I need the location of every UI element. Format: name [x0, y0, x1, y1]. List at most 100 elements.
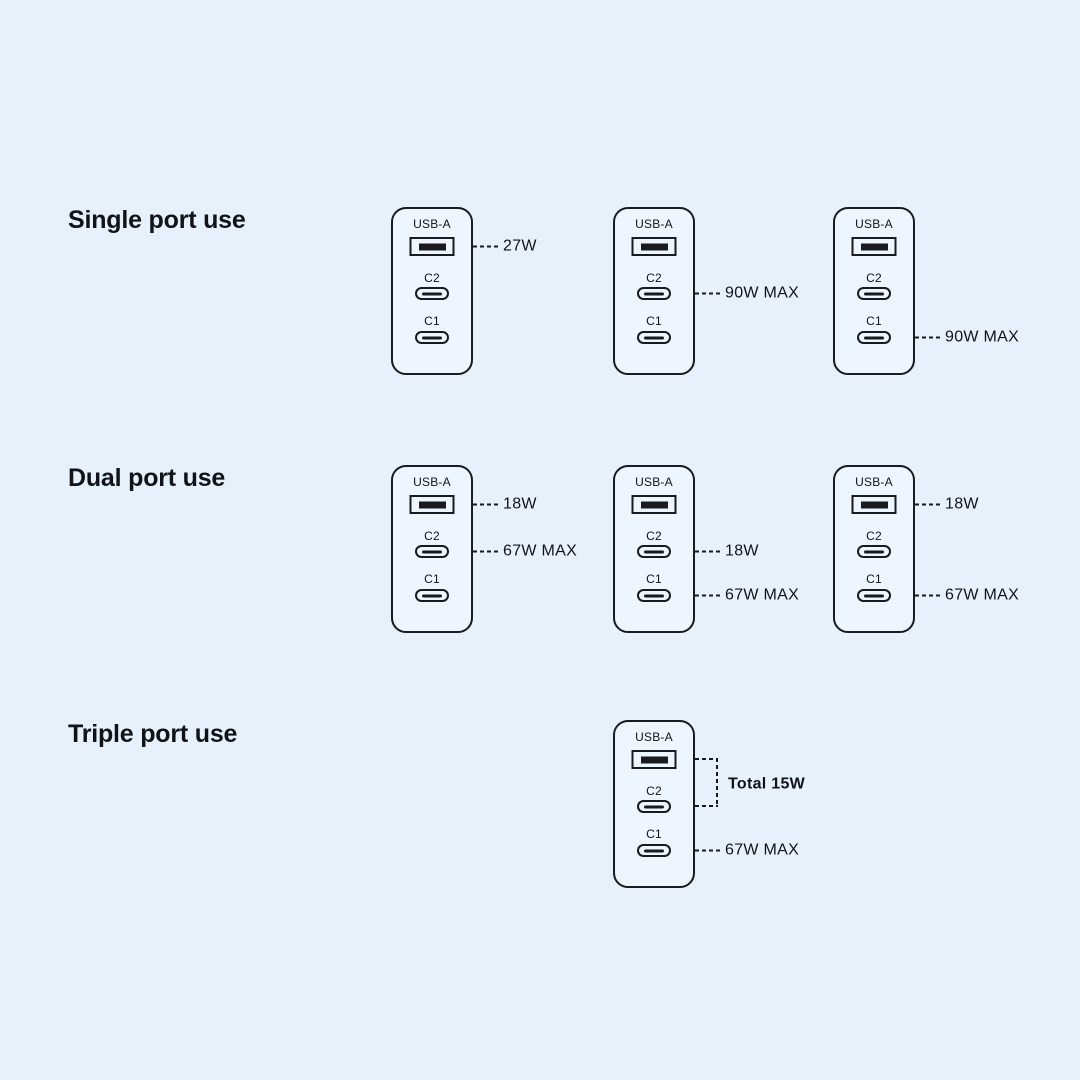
usb-a-port-pin [640, 243, 668, 250]
c1-port-icon [637, 589, 671, 602]
c1-port-label: C1 [424, 314, 440, 328]
dashed-connector [695, 292, 721, 294]
dashed-connector [473, 245, 499, 247]
c1-port-icon [637, 331, 671, 344]
usb-a-port-icon [851, 495, 897, 514]
c2-port-icon [857, 287, 891, 300]
power-annotation: 18W [915, 495, 979, 514]
c1-port-icon [637, 844, 671, 857]
bracket-connector [695, 758, 718, 807]
power-annotation: 90W MAX [695, 284, 799, 303]
dashed-connector [915, 594, 941, 596]
dashed-connector [473, 550, 499, 552]
bracket-power-annotation: Total 15W [724, 774, 805, 793]
usb-a-port-label: USB-A [413, 475, 451, 489]
bracket-vertical-dash [716, 758, 718, 807]
power-label: 67W MAX [725, 841, 800, 859]
usb-a-port-icon [851, 237, 897, 256]
c2-port-pin [644, 805, 664, 808]
usb-a-port-pin [418, 243, 446, 250]
c1-port-pin [864, 594, 884, 597]
usb-a-port-pin [860, 501, 888, 508]
power-label: 18W [945, 495, 979, 513]
bracket-bottom-dash [695, 805, 718, 807]
c2-port-pin [864, 292, 884, 295]
c1-port-icon [415, 331, 449, 344]
power-label: 18W [725, 542, 759, 560]
usb-a-port-label: USB-A [855, 475, 893, 489]
c2-port-pin [422, 550, 442, 553]
power-label: 67W MAX [503, 542, 578, 560]
usb-a-port-label: USB-A [413, 217, 451, 231]
c1-port-label: C1 [646, 572, 662, 586]
power-annotation: 18W [695, 542, 759, 561]
c1-port-pin [422, 594, 442, 597]
c2-port-label: C2 [646, 529, 662, 543]
usb-a-port-pin [640, 756, 668, 763]
usb-a-port-label: USB-A [635, 217, 673, 231]
c1-port-label: C1 [866, 314, 882, 328]
usb-a-port-label: USB-A [855, 217, 893, 231]
c2-port-icon [415, 287, 449, 300]
c1-port-label: C1 [646, 314, 662, 328]
power-annotation: 67W MAX [695, 586, 799, 605]
c1-port-pin [422, 336, 442, 339]
c2-port-icon [637, 287, 671, 300]
usb-a-port-pin [640, 501, 668, 508]
c1-port-pin [864, 336, 884, 339]
power-label: 90W MAX [725, 284, 800, 302]
c1-port-pin [644, 336, 664, 339]
usb-a-port-icon [631, 495, 677, 514]
usb-a-port-label: USB-A [635, 475, 673, 489]
c2-port-label: C2 [646, 784, 662, 798]
usb-a-port-pin [860, 243, 888, 250]
c1-port-pin [644, 849, 664, 852]
c1-port-icon [857, 331, 891, 344]
c1-port-label: C1 [866, 572, 882, 586]
usb-a-port-pin [418, 501, 446, 508]
c2-port-pin [864, 550, 884, 553]
dashed-connector [695, 594, 721, 596]
bracket-power-label: Total 15W [728, 775, 806, 792]
c2-port-pin [644, 550, 664, 553]
c2-port-label: C2 [866, 271, 882, 285]
power-annotation: 67W MAX [915, 586, 1019, 605]
dashed-connector [695, 849, 721, 851]
usb-a-port-label: USB-A [635, 730, 673, 744]
c1-port-label: C1 [646, 827, 662, 841]
dashed-connector [915, 336, 941, 338]
c2-port-label: C2 [646, 271, 662, 285]
power-label: 67W MAX [725, 586, 800, 604]
usb-a-port-icon [631, 750, 677, 769]
c1-port-pin [644, 594, 664, 597]
power-annotation: 67W MAX [695, 841, 799, 860]
usb-a-port-icon [409, 495, 455, 514]
c2-port-pin [644, 292, 664, 295]
c1-port-icon [415, 589, 449, 602]
power-label: 18W [503, 495, 537, 513]
power-label: 67W MAX [945, 586, 1020, 604]
power-annotation: 18W [473, 495, 537, 514]
dashed-connector [915, 503, 941, 505]
section-heading: Triple port use [68, 720, 238, 748]
usb-a-port-icon [409, 237, 455, 256]
c2-port-icon [857, 545, 891, 558]
dashed-connector [473, 503, 499, 505]
bracket-top-dash [695, 758, 718, 760]
c1-port-icon [857, 589, 891, 602]
c2-port-label: C2 [866, 529, 882, 543]
power-annotation: 67W MAX [473, 542, 577, 561]
